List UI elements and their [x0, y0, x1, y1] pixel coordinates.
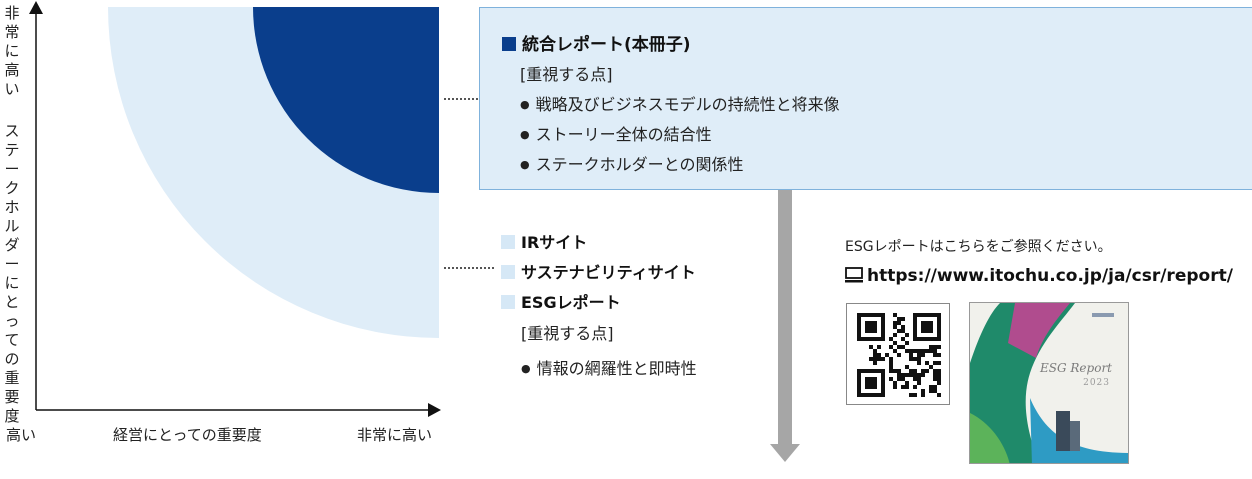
cover-year: 2023 — [1083, 378, 1110, 388]
integrated-report-point: 戦略及びビジネスモデルの持続性と将来像 — [520, 91, 840, 115]
web-item-esg-report: ESGレポート — [501, 289, 621, 313]
integrated-report-point: ストーリー全体の結合性 — [520, 121, 712, 145]
y-axis-label-top: 非常に高い — [4, 4, 20, 98]
dark-square-marker — [502, 37, 516, 51]
integrated-report-box: 統合レポート(本冊子) [重視する点] 戦略及びビジネスモデルの持続性と将来像 … — [479, 7, 1252, 190]
light-square-marker — [501, 235, 515, 249]
light-square-marker — [501, 295, 515, 309]
flow-arrow-head — [770, 444, 800, 462]
importance-diagram — [29, 1, 441, 417]
web-item-sustainability-site: サステナビリティサイト — [501, 259, 696, 283]
monitor-icon — [845, 267, 863, 283]
x-axis-label-high: 非常に高い — [357, 426, 433, 444]
esg-reference-note: ESGレポートはこちらをご参照ください。 — [845, 239, 1112, 255]
integrated-report-focus-label: [重視する点] — [520, 65, 613, 84]
web-media-point: 情報の網羅性と即時性 — [521, 355, 697, 379]
esg-report-cover-image[interactable]: ESG Report 2023 — [969, 302, 1129, 464]
x-axis-label-low: 高い — [6, 426, 37, 444]
cover-title: ESG Report — [1040, 361, 1112, 375]
x-axis-arrowhead — [428, 403, 441, 417]
leader-web-media — [444, 267, 494, 269]
x-axis-label: 経営にとっての重要度 — [113, 426, 262, 444]
qr-code[interactable] — [846, 303, 950, 405]
leader-integrated-report — [444, 98, 478, 100]
integrated-report-point: ステークホルダーとの関係性 — [520, 151, 744, 175]
web-media-focus-label: [重視する点] — [521, 324, 614, 343]
esg-report-link[interactable]: https://www.itochu.co.jp/ja/csr/report/ — [845, 266, 1233, 286]
esg-report-cover-art — [970, 303, 1128, 463]
light-square-marker — [501, 265, 515, 279]
flow-arrow-shaft — [778, 190, 792, 445]
y-axis-arrowhead — [29, 1, 43, 14]
integrated-report-title: 統合レポート(本冊子) — [502, 30, 691, 55]
web-item-ir-site: IRサイト — [501, 229, 587, 253]
y-axis-label: ステークホルダーにとっての重要度 — [4, 122, 20, 425]
dark-quarter-area — [253, 7, 439, 193]
qr-code-pattern — [857, 313, 941, 397]
